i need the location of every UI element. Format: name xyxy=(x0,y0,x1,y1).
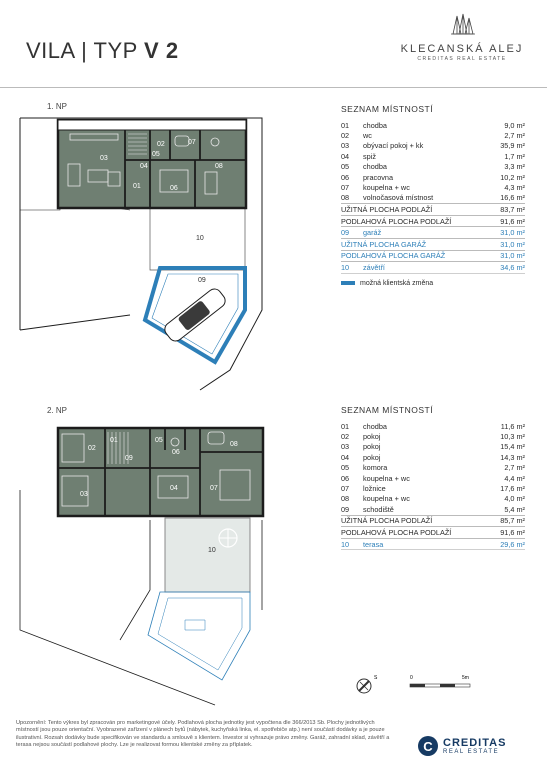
creditas-logo: C CREDITAS REAL ESTATE xyxy=(418,736,506,756)
legend: možná klientská změna xyxy=(341,280,525,287)
compass-icon xyxy=(356,678,372,694)
f2-room-10: 10 xyxy=(208,547,216,554)
f2-room-06: 06 xyxy=(172,449,180,456)
disclaimer: Upozornění: Tento výkres byl zpracován p… xyxy=(16,720,390,749)
scale-five: 5m xyxy=(462,675,469,681)
legend-swatch xyxy=(341,281,355,286)
floor1-rooms-title: SEZNAM MÍSTNOSTÍ xyxy=(341,104,434,114)
brand-logo: KLECANSKÁ ALEJ CREDITAS REAL ESTATE xyxy=(392,12,532,62)
trees-icon xyxy=(451,13,475,35)
f1-room-02: 02 xyxy=(157,141,165,148)
brand-name: KLECANSKÁ ALEJ xyxy=(400,43,524,55)
f2-room-05: 05 xyxy=(155,437,163,444)
floor1-label: 1. NP xyxy=(47,102,68,111)
north-label: S xyxy=(374,675,378,681)
parasol-icon xyxy=(218,528,238,548)
f2-room-03: 03 xyxy=(80,491,88,498)
creditas-sub: REAL ESTATE xyxy=(443,748,500,755)
car-icon xyxy=(164,288,226,342)
f1-room-06: 06 xyxy=(170,185,178,192)
creditas-name: CREDITAS xyxy=(443,736,507,749)
floor2-label: 2. NP xyxy=(47,406,68,415)
f1-room-04: 04 xyxy=(140,163,148,170)
f1-room-01: 01 xyxy=(133,183,141,190)
f1-room-05: 05 xyxy=(152,151,160,158)
f1-room-03: 03 xyxy=(100,155,108,162)
page-title: VILA | TYP V 2 xyxy=(26,38,179,63)
f2-room-01: 01 xyxy=(110,437,118,444)
floor2-rooms-title: SEZNAM MÍSTNOSTÍ xyxy=(341,405,434,415)
f2-room-04: 04 xyxy=(170,485,178,492)
f1-room-08: 08 xyxy=(215,163,223,170)
f2-room-09: 09 xyxy=(125,455,133,462)
f2-room-08: 08 xyxy=(230,441,238,448)
f1-room-09: 09 xyxy=(198,277,206,284)
header-divider xyxy=(0,87,547,88)
f1-room-10: 10 xyxy=(196,235,204,242)
scale-zero: 0 xyxy=(410,675,413,681)
f2-room-07: 07 xyxy=(210,485,218,492)
f2-room-02: 02 xyxy=(88,445,96,452)
scale-bar: S 0 5m xyxy=(356,675,471,694)
floor2-plan: 02 01 05 06 08 09 03 04 07 10 xyxy=(19,426,265,706)
creditas-c-icon: C xyxy=(418,736,438,756)
brand-subtitle: CREDITAS REAL ESTATE xyxy=(417,56,507,62)
f1-room-07: 07 xyxy=(188,139,196,146)
floor1-plan: 03 01 02 04 05 06 07 08 10 09 xyxy=(19,117,263,391)
